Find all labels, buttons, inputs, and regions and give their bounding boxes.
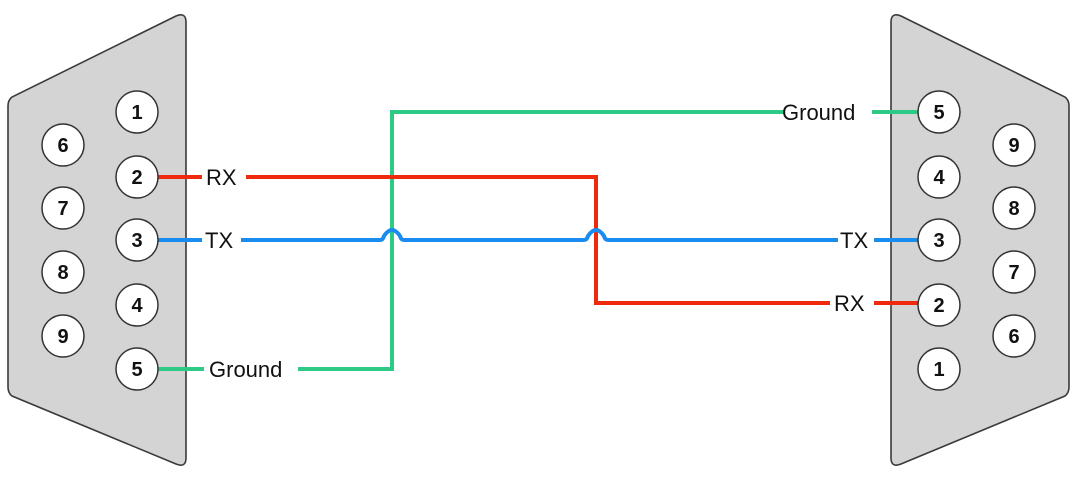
- rx-wire: [158, 175, 918, 305]
- left-pin-8: 8: [41, 250, 85, 294]
- svg-text:5: 5: [933, 102, 944, 124]
- right-pin-7: 7: [992, 250, 1036, 294]
- svg-text:8: 8: [1008, 198, 1019, 220]
- left-pin-6: 6: [41, 123, 85, 167]
- ground-wire: [158, 110, 918, 371]
- left-pin-1: 1: [115, 90, 159, 134]
- svg-text:2: 2: [131, 167, 142, 189]
- svg-text:7: 7: [57, 198, 68, 220]
- svg-text:2: 2: [933, 295, 944, 317]
- svg-text:4: 4: [131, 295, 143, 317]
- left-pin-9: 9: [41, 314, 85, 358]
- left-rx-label: RX: [206, 165, 237, 190]
- svg-text:3: 3: [131, 230, 142, 252]
- left-pin-2: 2: [115, 155, 159, 199]
- left-pin-4: 4: [115, 283, 159, 327]
- left-ground-label: Ground: [209, 357, 282, 382]
- right-ground-label: Ground: [782, 100, 855, 125]
- svg-text:5: 5: [131, 359, 142, 381]
- right-pin-2: 2: [917, 283, 961, 327]
- svg-text:9: 9: [57, 326, 68, 348]
- right-pin-5: 5: [917, 90, 961, 134]
- right-pin-6: 6: [992, 314, 1036, 358]
- left-tx-label: TX: [205, 228, 233, 253]
- svg-text:9: 9: [1008, 135, 1019, 157]
- svg-text:6: 6: [1008, 326, 1019, 348]
- right-tx-label: TX: [840, 228, 868, 253]
- svg-text:6: 6: [57, 135, 68, 157]
- svg-text:7: 7: [1008, 262, 1019, 284]
- right-rx-label: RX: [834, 291, 865, 316]
- left-pin-3: 3: [115, 218, 159, 262]
- left-pin-5: 5: [115, 347, 159, 391]
- right-pin-9: 9: [992, 123, 1036, 167]
- svg-text:1: 1: [933, 359, 944, 381]
- svg-text:8: 8: [57, 262, 68, 284]
- right-pin-1: 1: [917, 347, 961, 391]
- svg-text:3: 3: [933, 230, 944, 252]
- tx-wire: [158, 228, 918, 242]
- svg-text:1: 1: [131, 102, 142, 124]
- svg-text:4: 4: [933, 167, 945, 189]
- right-pin-8: 8: [992, 186, 1036, 230]
- right-pin-3: 3: [917, 218, 961, 262]
- left-pin-7: 7: [41, 186, 85, 230]
- right-pin-4: 4: [917, 155, 961, 199]
